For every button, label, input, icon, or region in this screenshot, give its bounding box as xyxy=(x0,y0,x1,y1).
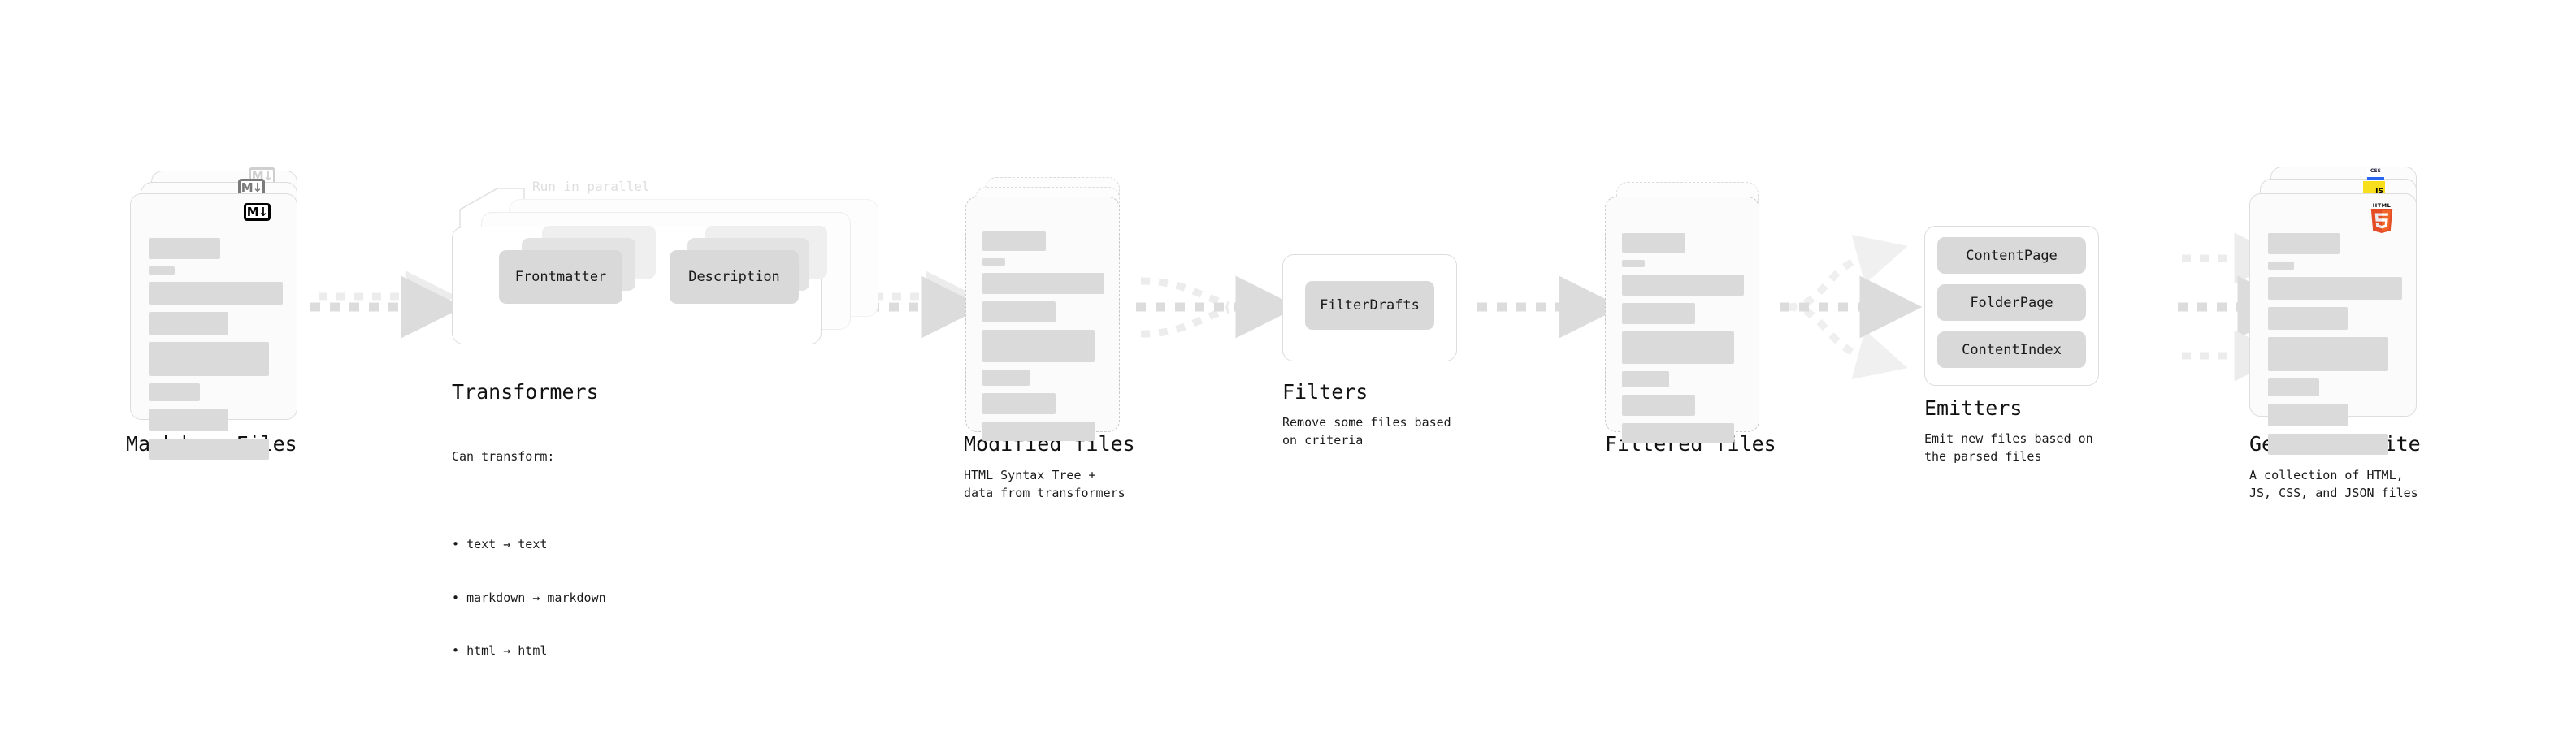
content-bar xyxy=(982,301,1056,322)
document-content xyxy=(2268,233,2402,462)
transformer-chip-description[interactable]: Description xyxy=(670,250,799,304)
content-bar xyxy=(1622,423,1734,443)
run-in-parallel-annotation: Run in parallel xyxy=(532,179,650,194)
pipeline-diagram: M↓ M↓ M↓ Markdown Files Frontmatter Desc… xyxy=(0,0,2576,681)
stage-subtitle-transformers: Can transform: text → text markdown → ma… xyxy=(452,413,606,731)
transformers-capability-item: html → html xyxy=(452,642,606,660)
transformers-capability-item: text → text xyxy=(452,536,606,554)
content-bar xyxy=(149,383,200,401)
document-content xyxy=(982,231,1104,448)
content-bar xyxy=(149,312,228,335)
content-bar xyxy=(2268,337,2388,371)
html5-icon: HTML xyxy=(2370,202,2394,234)
transformer-chip-frontmatter[interactable]: Frontmatter xyxy=(499,250,622,304)
transformers-subtitle-lead: Can transform: xyxy=(452,448,555,464)
content-bar xyxy=(149,266,175,275)
stage-subtitle-emitters: Emit new files based on the parsed files xyxy=(1924,431,2093,464)
stage-subtitle-filters: Remove some files based on criteria xyxy=(1282,415,1451,448)
emitter-chip-contentindex[interactable]: ContentIndex xyxy=(1937,331,2086,368)
content-bar xyxy=(982,273,1104,294)
emitter-chip-folderpage[interactable]: FolderPage xyxy=(1937,284,2086,321)
content-bar xyxy=(2268,233,2340,254)
connector-emitters-to-site xyxy=(2178,232,2301,382)
content-bar xyxy=(2268,277,2402,300)
content-bar xyxy=(982,231,1046,251)
document-content xyxy=(1622,233,1744,450)
content-bar xyxy=(2268,307,2348,330)
transformers-capability-list: text → text markdown → markdown html → h… xyxy=(452,501,606,695)
stage-subtitle-modified-files: HTML Syntax Tree + data from transformer… xyxy=(964,468,1125,500)
document-card xyxy=(965,197,1120,441)
content-bar xyxy=(1622,275,1744,296)
content-bar xyxy=(2268,434,2388,455)
content-bar xyxy=(149,342,269,376)
stage-generated-site: CSS JS HTML xyxy=(2249,167,2417,455)
content-bar xyxy=(1622,395,1695,416)
connector-filtered-to-emitters xyxy=(1780,235,1923,379)
markdown-icon: M↓ xyxy=(244,203,271,221)
content-bar xyxy=(2268,404,2348,426)
markdown-icon-ghost: M↓ xyxy=(238,179,265,197)
content-bar xyxy=(982,258,1005,266)
content-bar xyxy=(982,422,1095,441)
css-icon: CSS xyxy=(2367,169,2384,180)
content-bar xyxy=(982,393,1056,414)
content-bar xyxy=(149,409,228,431)
content-bar xyxy=(1622,371,1669,387)
filter-chip-filterdrafts[interactable]: FilterDrafts xyxy=(1305,281,1434,330)
content-bar xyxy=(2268,378,2319,396)
document-content xyxy=(149,238,283,467)
content-bar xyxy=(982,370,1030,386)
content-bar xyxy=(1622,303,1695,324)
content-bar xyxy=(1622,233,1685,253)
connector-modified-to-filters xyxy=(1136,275,1299,339)
html5-icon-wordmark: HTML xyxy=(2372,202,2392,209)
content-bar xyxy=(2268,262,2294,270)
content-bar xyxy=(1622,260,1645,267)
connector-md-to-transformers xyxy=(310,270,464,339)
stage-title-emitters: Emitters xyxy=(1924,396,2023,420)
content-bar xyxy=(149,238,220,259)
stage-title-filters: Filters xyxy=(1282,380,1368,404)
stage-title-transformers: Transformers xyxy=(452,380,599,404)
emitter-chip-contentpage[interactable]: ContentPage xyxy=(1937,237,2086,274)
content-bar xyxy=(149,282,283,305)
js-icon: JS xyxy=(2363,181,2385,197)
content-bar xyxy=(1622,331,1734,364)
content-bar xyxy=(982,330,1095,362)
transformers-capability-item: markdown → markdown xyxy=(452,590,606,608)
stage-subtitle-generated-site: A collection of HTML, JS, CSS, and JSON … xyxy=(2249,468,2418,500)
content-bar xyxy=(149,439,269,460)
document-card xyxy=(130,193,297,460)
document-card xyxy=(1605,197,1759,443)
